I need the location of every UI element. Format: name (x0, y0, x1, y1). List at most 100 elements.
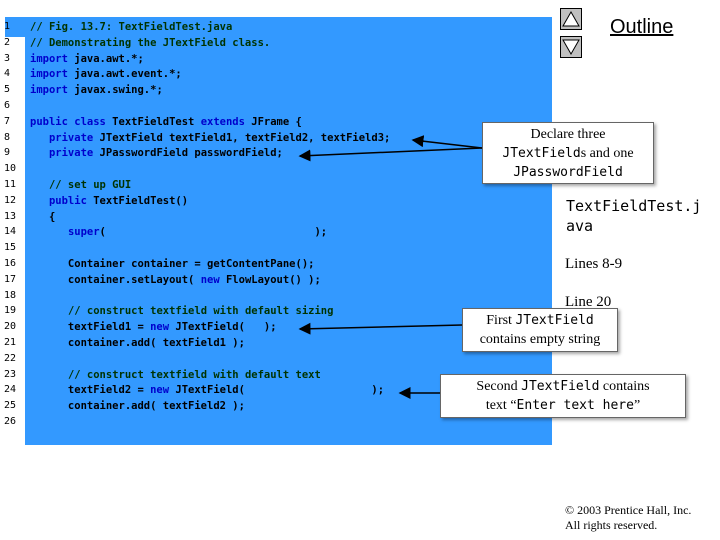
code-token: public (48, 194, 87, 207)
code-token: // construct textfield with default sizi… (67, 305, 334, 318)
line-number: 20 (4, 321, 17, 333)
line-number: 6 (4, 100, 11, 111)
line-number: 12 (4, 194, 17, 206)
callout-text: ” (633, 398, 641, 413)
line-number: 17 (4, 273, 17, 285)
line-number: 23 (4, 368, 17, 380)
code-token: TextFieldTest() (86, 194, 189, 207)
outline-title: Outline (610, 16, 674, 38)
callout-second-textfield: Second JTextField contains text “Enter t… (440, 374, 686, 418)
code-token: javax.swing.*; (67, 84, 163, 97)
callout-first-textfield: First JTextField contains empty string (462, 308, 618, 352)
line-number-gutter (5, 37, 25, 449)
code-token: extends (200, 115, 245, 128)
callout-code-text: JTextField (521, 379, 600, 394)
code-token: private (48, 147, 94, 160)
code-panel (5, 17, 552, 449)
code-token: new (150, 384, 170, 397)
code-line: public class TextFieldTest extends JFram… (30, 116, 302, 128)
callout-code-text: JTextField (502, 146, 581, 161)
line-number: 21 (4, 337, 17, 348)
copyright-notice: © 2003 Prentice Hall, Inc. All rights re… (565, 503, 691, 533)
callout-text: Declare three (530, 127, 606, 142)
code-token: private (48, 131, 94, 144)
line-number: 13 (4, 210, 17, 222)
code-token: container.add( textField1 ); (30, 337, 245, 349)
rights-text: All rights reserved. (565, 518, 658, 532)
line-number: 26 (4, 416, 17, 427)
code-token: Container container = getContentPane(); (30, 258, 315, 270)
code-token: TextFieldTest (105, 115, 201, 128)
line-number: 4 (4, 68, 11, 80)
triangle-down-icon (562, 39, 580, 56)
code-line: public TextFieldTest() (30, 195, 188, 207)
code-line: container.add( textField2 ); (30, 400, 245, 412)
callout-text: Second (476, 379, 522, 394)
callout-text: s and one (580, 146, 634, 161)
filename-part: TextFieldTest.j (566, 197, 702, 215)
line-number: 25 (4, 400, 17, 412)
code-token: container.setLayout( (30, 273, 201, 286)
code-line: Container container = getContentPane(); (30, 258, 315, 270)
line-number: 9 (4, 147, 11, 159)
code-token: JTextField( ); (169, 321, 277, 334)
code-token: JFrame { (244, 115, 302, 128)
code-token: import (30, 52, 68, 65)
code-line: textField2 = new JTextField( ); (30, 384, 384, 396)
line-number: 15 (4, 242, 17, 254)
code-token: JTextField( ); (169, 384, 385, 397)
code-token: textField1 = (30, 321, 151, 334)
callout-text: First (486, 313, 516, 328)
code-token: textField2 = (30, 384, 151, 397)
code-line: import javax.swing.*; (30, 84, 163, 96)
code-token: java.awt.event.*; (67, 68, 182, 81)
callout-text: contains (599, 379, 650, 394)
code-token: super (67, 226, 100, 239)
code-token: java.awt.*; (67, 52, 144, 65)
line-number: 14 (4, 226, 17, 238)
code-token: FlowLayout() ); (219, 273, 321, 286)
code-token: new (200, 273, 220, 286)
line-number: 2 (4, 36, 11, 48)
line-number: 24 (4, 384, 17, 396)
callout-text: contains empty string (479, 332, 601, 347)
code-line: super( ); (30, 226, 327, 238)
code-line: import java.awt.*; (30, 53, 144, 65)
code-token: // set up GUI (48, 179, 132, 191)
next-slide-button[interactable] (560, 36, 582, 58)
line-number: 3 (4, 52, 11, 64)
code-token: // Demonstrating the JTextField class. (30, 36, 271, 49)
code-line: // construct textfield with default text (30, 369, 321, 381)
triangle-up-icon (562, 10, 580, 27)
line-number: 5 (4, 84, 11, 96)
code-line: container.add( textField1 ); (30, 337, 245, 349)
code-line: { (30, 211, 55, 223)
code-line: private JPasswordField passwordField; (30, 147, 283, 159)
line-number: 8 (4, 131, 11, 143)
code-line: // Demonstrating the JTextField class. (30, 37, 270, 49)
code-line: // set up GUI (30, 179, 131, 191)
callout-declare-fields: Declare three JTextFields and one JPassw… (482, 122, 654, 184)
filename-part: ava (566, 217, 594, 235)
code-line: textField1 = new JTextField( ); (30, 321, 277, 333)
filename-label: TextFieldTest.j ava (566, 196, 701, 236)
code-token: import (30, 84, 68, 97)
lines-8-9-label: Lines 8-9 (565, 256, 623, 272)
line-number: 11 (4, 179, 17, 190)
code-line: import java.awt.event.*; (30, 68, 182, 80)
line-number: 19 (4, 305, 17, 317)
code-token: public class (30, 115, 106, 128)
code-token: ( ); (99, 226, 328, 239)
code-token: // Fig. 13.7: TextFieldTest.java (30, 21, 233, 33)
line-number: 7 (4, 115, 11, 127)
callout-text: text “ (485, 398, 517, 413)
line-number: 22 (4, 352, 17, 364)
arrow-to-line-9 (298, 147, 483, 162)
callout-code-text: JPasswordField (513, 165, 623, 180)
line-number: 10 (4, 163, 17, 175)
line-number: 16 (4, 258, 17, 269)
code-token: JPasswordField passwordField; (93, 147, 283, 160)
line-20-label: Line 20 (565, 294, 612, 310)
previous-slide-button[interactable] (560, 8, 582, 30)
